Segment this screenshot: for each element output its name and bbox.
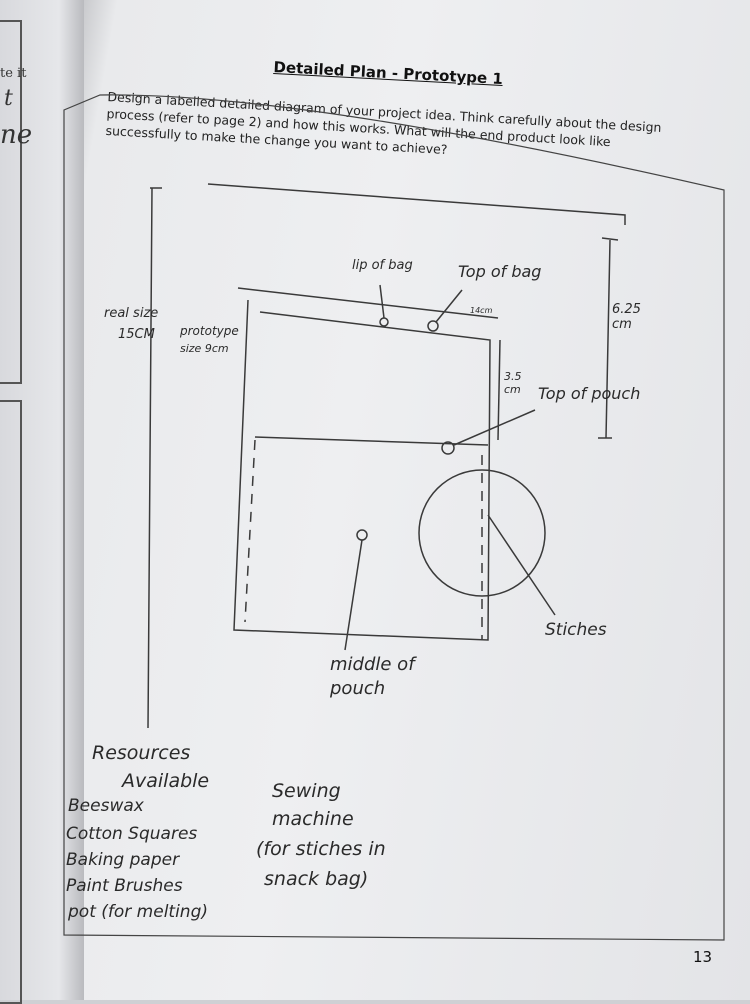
label-real-size-value: 15CM (118, 327, 155, 342)
label-middle-of-pouch: middle of (330, 654, 415, 675)
sewing-note-line: machine (272, 808, 354, 830)
dimension-line-total (598, 237, 619, 439)
resource-item: Baking paper (66, 850, 180, 870)
label-real-size: real size (104, 306, 159, 321)
answer-frame (63, 94, 725, 941)
resource-item: Cotton Squares (66, 824, 198, 844)
resource-item: pot (for melting) (68, 902, 209, 922)
label-middle-of-pouch-2: pouch (330, 678, 386, 699)
label-prototype: prototype (180, 324, 239, 338)
sewing-note-line: snack bag) (264, 868, 369, 890)
stitch-circle (418, 469, 546, 597)
page-number: 13 (693, 948, 713, 966)
pouch-line (254, 436, 489, 446)
previous-page-text: t (4, 86, 13, 111)
label-height-total: 6.25 cm (612, 302, 641, 332)
bag-outline (233, 299, 491, 641)
sewing-note-line: Sewing (272, 780, 341, 802)
stitch-pointer (487, 514, 556, 616)
lip-marker (379, 317, 389, 327)
label-height-pouch: 3.5 cm (504, 370, 522, 396)
worksheet-page (84, 0, 750, 1000)
label-lip-of-bag: lip of bag (352, 258, 413, 273)
previous-page-box (0, 20, 22, 384)
resources-title: Available (122, 770, 210, 792)
sewing-note-line: (for stiches in (256, 838, 386, 860)
label-top-of-bag: Top of bag (458, 262, 542, 281)
pouch-marker (441, 441, 455, 455)
real-size-line (147, 183, 626, 729)
stitch-line (244, 439, 483, 640)
previous-page-edge: te it t ne (0, 0, 84, 1004)
previous-page-text: te it (0, 66, 27, 81)
resource-item: Beeswax (68, 796, 144, 816)
bag-top-line (237, 287, 499, 319)
previous-page-text: ne (0, 120, 33, 150)
label-top-of-pouch: Top of pouch (538, 384, 641, 403)
top-marker (427, 320, 439, 332)
resource-item: Paint Brushes (66, 876, 183, 896)
label-stiches: Stiches (545, 620, 607, 640)
resources-title: Resources (92, 742, 191, 764)
label-prototype-size: size 9cm (180, 342, 229, 355)
dimension-line-pouch (497, 339, 501, 441)
middle-marker (356, 529, 368, 541)
label-width: 14cm (470, 306, 493, 315)
